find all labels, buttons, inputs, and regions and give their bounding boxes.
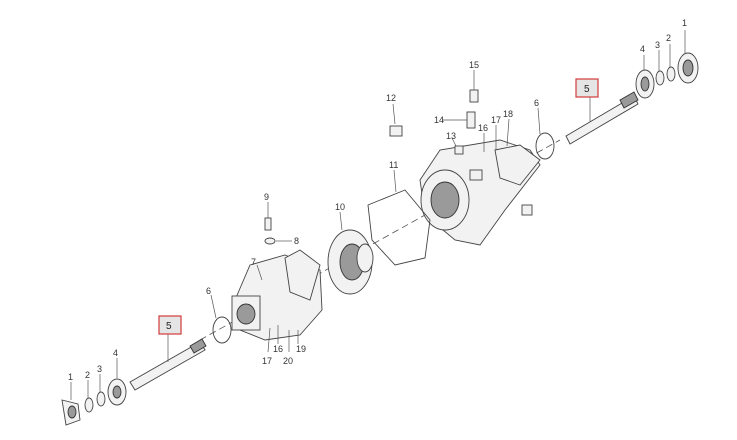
bearing-top (635, 55, 655, 99)
bevel-gear-bottom (61, 382, 81, 426)
callout-13: 13 (446, 131, 456, 141)
bushing-12 (389, 103, 403, 137)
bolt-9 (264, 202, 272, 231)
callout-5-top: 5 (584, 84, 590, 95)
callout-4-bottom: 4 (113, 348, 118, 358)
callout-14: 14 (434, 115, 444, 125)
leader-7 (256, 264, 263, 281)
callout-9: 9 (264, 192, 269, 202)
callout-5-top-box (575, 78, 599, 98)
gear-assembly-10 (327, 211, 374, 295)
callout-10: 10 (335, 202, 345, 212)
callout-3-bottom: 3 (97, 364, 102, 374)
callout-20: 20 (283, 356, 293, 366)
shaft-top (565, 91, 639, 145)
callout-7: 7 (251, 257, 256, 267)
washer-top (666, 44, 676, 82)
callout-1-top: 1 (682, 18, 687, 28)
callout-1-bottom: 1 (68, 372, 73, 382)
callout-17-bottom: 17 (262, 356, 272, 366)
callout-8: 8 (294, 236, 299, 246)
callout-5-bottom-box (158, 315, 182, 335)
o-ring-top (535, 107, 555, 160)
callout-16-top: 16 (478, 123, 488, 133)
bevel-gear-top (677, 30, 699, 84)
callout-3-top: 3 (655, 40, 660, 50)
pin-14 (442, 111, 476, 129)
callout-2-bottom: 2 (85, 370, 90, 380)
snap-ring-top (655, 50, 665, 86)
washer-bottom (84, 380, 94, 413)
callout-11: 11 (389, 160, 398, 170)
leader-17-bottom (267, 327, 271, 353)
o-ring-bottom (210, 294, 232, 344)
callout-18: 18 (503, 109, 513, 119)
callout-4-top: 4 (640, 44, 645, 54)
callout-19: 19 (296, 344, 306, 354)
shaft-bottom (129, 334, 207, 391)
callout-6-top: 6 (534, 98, 539, 108)
bolt-13 (451, 137, 464, 155)
callout-12: 12 (386, 93, 396, 103)
cover-housing (231, 249, 323, 341)
callout-5-bottom: 5 (166, 321, 172, 332)
callout-2-top: 2 (666, 33, 671, 43)
washer-8 (264, 237, 292, 245)
main-housing (419, 139, 541, 246)
snap-ring-bottom (96, 374, 106, 407)
leader-18 (506, 118, 510, 147)
callout-15: 15 (469, 60, 479, 70)
callout-6-bottom: 6 (206, 286, 211, 296)
fitting-15 (469, 70, 479, 103)
callout-17-top: 17 (491, 115, 501, 125)
callout-16-bottom: 16 (273, 344, 283, 354)
bearing-bottom (107, 358, 127, 406)
gasket-11 (367, 169, 431, 266)
